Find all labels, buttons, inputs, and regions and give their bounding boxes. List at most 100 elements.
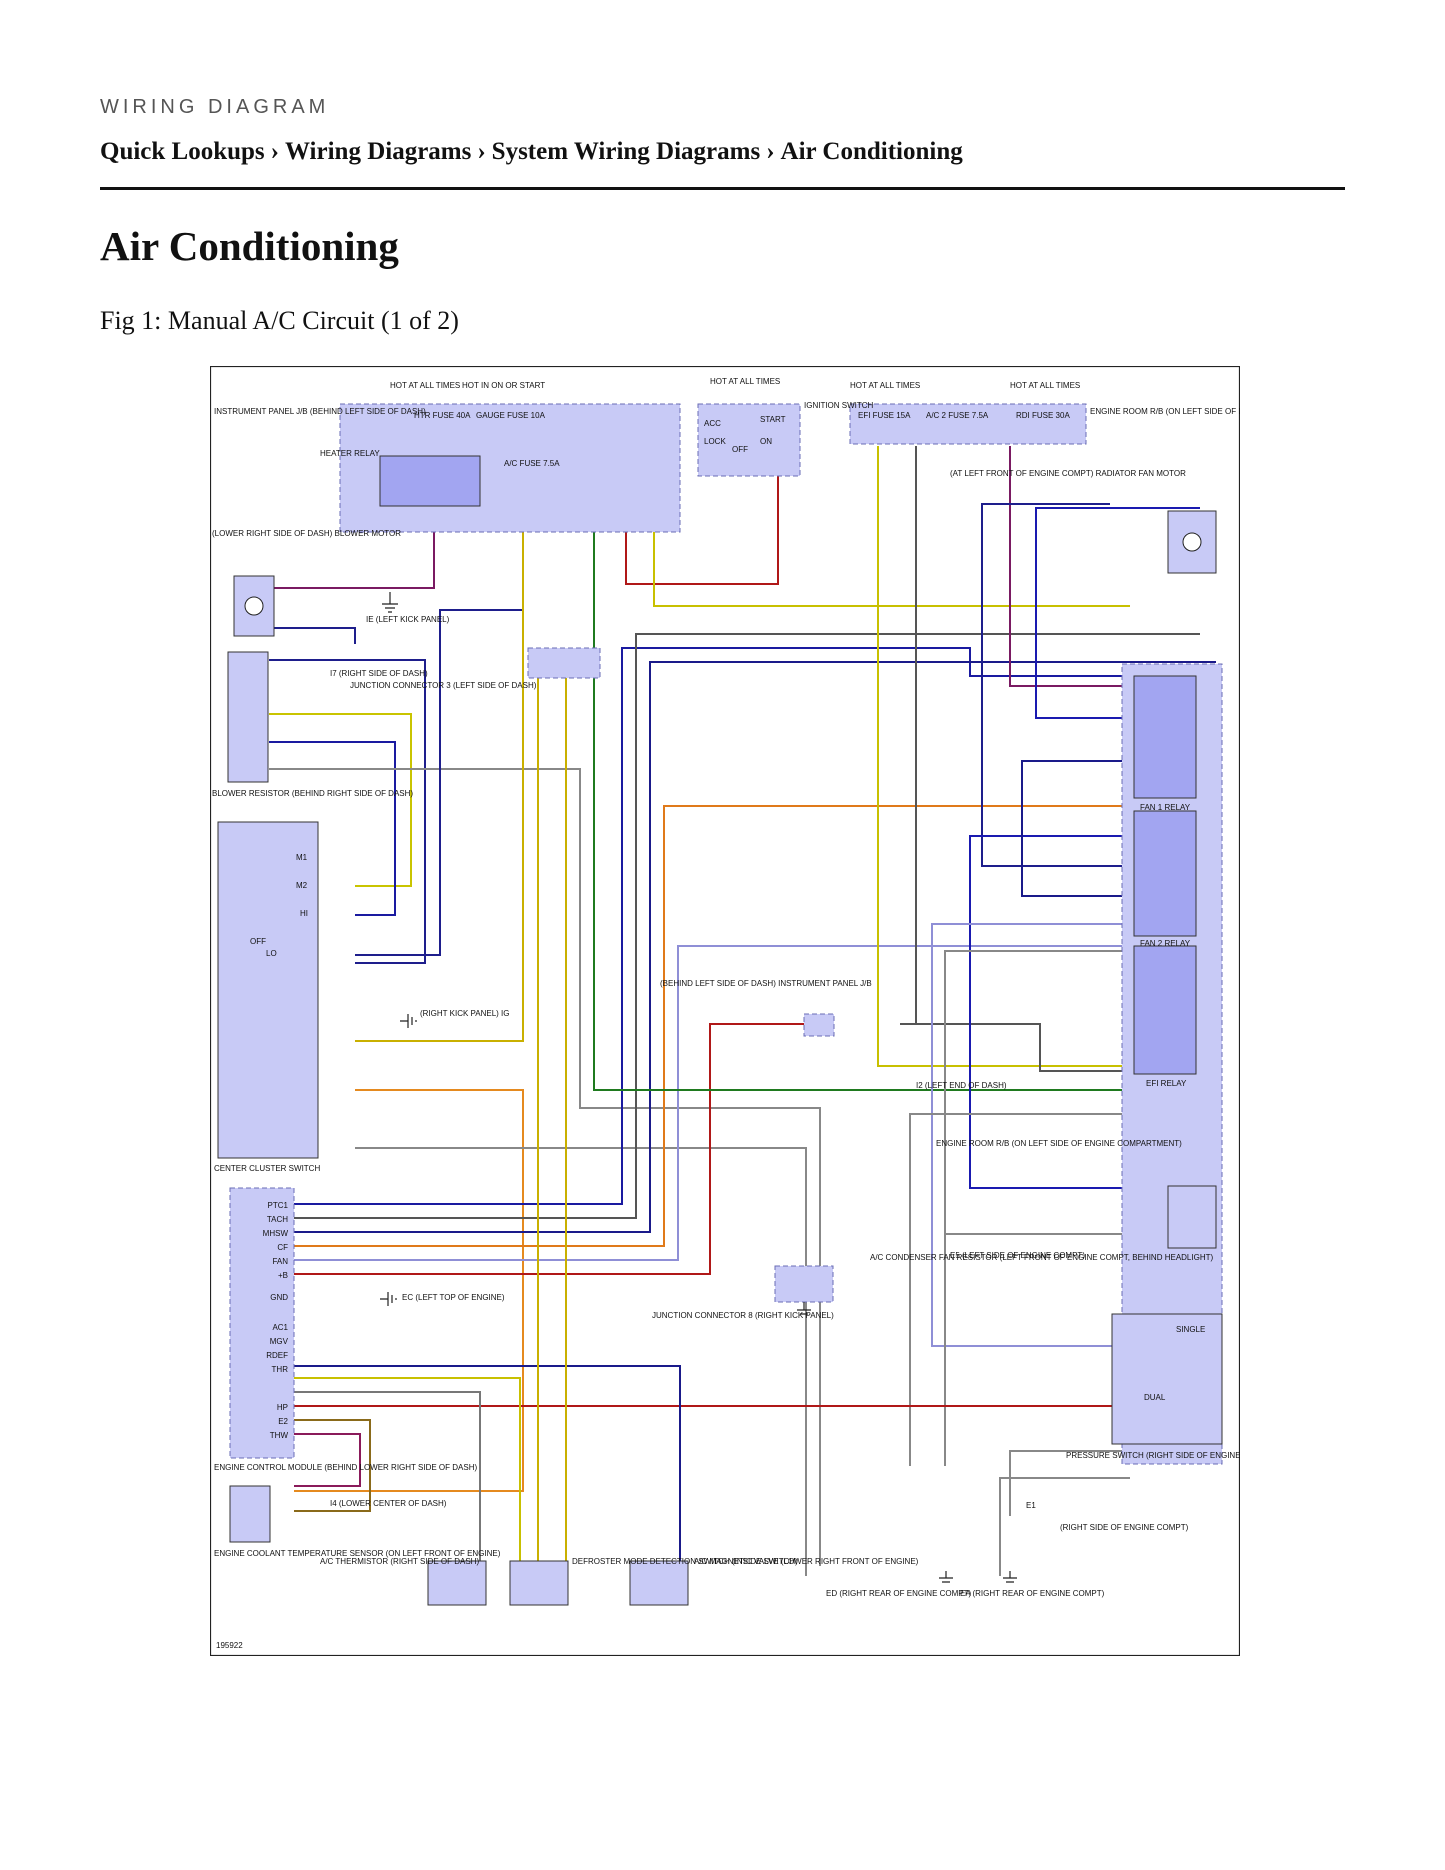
ecm-pin-label: RDEF (266, 1351, 288, 1360)
wire-blk-yel-mgv (294, 1377, 521, 1576)
wire-org-switch (294, 1089, 524, 1492)
wire-blk-red-ecm (294, 1023, 804, 1275)
ecm-pin-label: AC1 (272, 1323, 288, 1332)
rdi-fuse-label: RDI FUSE 30A (1016, 411, 1070, 420)
center-cluster-switch-box (217, 821, 319, 1159)
ip-jb-mid-label: (BEHIND LEFT SIDE OF DASH) INSTRUMENT PA… (660, 979, 872, 988)
ground-ea-symbol (1003, 1571, 1017, 1583)
pressure-dual-label: DUAL (1144, 1393, 1166, 1402)
ground-ea-label: EA (RIGHT REAR OF ENGINE COMPT) (960, 1589, 1105, 1598)
fan2-relay-box (1133, 810, 1197, 937)
heater-relay-box (379, 455, 481, 507)
wire-blk-ecm (294, 633, 1200, 1219)
ac2-fuse-label: A/C 2 FUSE 7.5A (926, 411, 989, 420)
wire-wht-blk-c5 (355, 1147, 807, 1576)
breadcrumb-wiring-diagrams[interactable]: Wiring Diagrams (285, 138, 472, 165)
radiator-fan-motor-label: (AT LEFT FRONT OF ENGINE COMPT) RADIATOR… (950, 469, 1186, 478)
wire-brn-e2 (294, 1419, 371, 1512)
ecm-pin-label: THR (272, 1365, 289, 1374)
condenser-fan-resistor-label: A/C CONDENSER FAN RESISTOR (LEFT FRONT O… (870, 1253, 1213, 1262)
wire-blk-yel-rb (877, 446, 1130, 1067)
ignition-switch-label: IGNITION SWITCH (804, 401, 874, 410)
ign-start-label: START (760, 415, 786, 424)
magnetic-valve-box (629, 1560, 689, 1606)
ecm-pin-label: THW (270, 1431, 289, 1440)
ground-symbols (380, 592, 1017, 1583)
blower-resistor-label: BLOWER RESISTOR (BEHIND RIGHT SIDE OF DA… (212, 789, 413, 798)
ecm-pin-label: CF (277, 1243, 288, 1252)
radiator-fan-motor-symbol (1182, 532, 1202, 552)
figure-id: 195922 (216, 1641, 243, 1650)
ecm-box (229, 1187, 295, 1459)
breadcrumb-quick-lookups[interactable]: Quick Lookups (100, 138, 265, 165)
wire-blu-blk-ac1 (294, 1365, 681, 1576)
pressure-switch-label: PRESSURE SWITCH (RIGHT SIDE OF ENGINE) (1066, 1451, 1240, 1460)
ecm-pin-label: PTC1 (268, 1201, 289, 1210)
wire-wht-blk-pressure (999, 1450, 1130, 1576)
wire-blk-blu-relays (1021, 760, 1130, 897)
wiring-diagram: HOT AT ALL TIMES HOT IN ON OR START HOT … (210, 366, 1240, 1656)
ac-thermistor-label: A/C THERMISTOR (RIGHT SIDE OF DASH) (320, 1557, 479, 1566)
efi-fuse-label: EFI FUSE 15A (858, 411, 911, 420)
ground-ie-symbol (382, 592, 398, 613)
efi-relay-box (1133, 945, 1197, 1075)
ecm-pin-label: +B (278, 1271, 288, 1280)
breadcrumb-system-wiring[interactable]: System Wiring Diagrams (491, 138, 761, 165)
ecm-pin-label: MHSW (263, 1229, 289, 1238)
wire-blu-red-rdi (1009, 446, 1130, 687)
junction-connector-8-box (774, 1265, 834, 1303)
ac-thermistor-box (427, 1560, 487, 1606)
ecm-pin-label: MGV (270, 1337, 289, 1346)
wire-blu-yel-fan (981, 503, 1130, 867)
wire-blk-grn-efi (593, 532, 1130, 1091)
ground-e1-label: E1 (1026, 1501, 1036, 1510)
wire-wht-blk-fan2 (944, 950, 1130, 1466)
wire-blk-yel-efi (653, 532, 1130, 607)
wire-blu-yel-resistor (269, 713, 412, 887)
wire-blu-fan1 (1035, 507, 1200, 719)
breadcrumb-air-conditioning: Air Conditioning (780, 138, 963, 165)
wire-blu-red-blower (269, 532, 435, 589)
wire-wht-blu-ecm (294, 945, 1216, 1261)
wire-wht-blk-efi (909, 1113, 1130, 1466)
wire-blu-blk-ecm (294, 661, 1216, 1233)
fan2-relay-label: FAN 2 RELAY (1140, 939, 1191, 948)
switch-m1-label: M1 (296, 853, 308, 862)
center-cluster-switch-label: CENTER CLUSTER SWITCH (214, 1164, 320, 1173)
ground-ec-label: EC (LEFT TOP OF ENGINE) (402, 1293, 505, 1302)
ignition-switch-box (697, 403, 801, 477)
ecm-pin-label: E2 (278, 1417, 288, 1426)
junction-connector-top-label: JUNCTION CONNECTOR 3 (LEFT SIDE OF DASH) (350, 681, 537, 690)
figure-caption: Fig 1: Manual A/C Circuit (1 of 2) (100, 306, 459, 335)
magnetic-valve-label: A/C MAGNETIC VALVE (LOWER RIGHT FRONT OF… (694, 1557, 919, 1566)
blower-resistor-box (227, 651, 269, 783)
ecm-pin-label: GND (270, 1293, 288, 1302)
ecm-pin-label: HP (277, 1403, 288, 1412)
coolant-sensor-box (229, 1485, 271, 1543)
ground-e1-note: (RIGHT SIDE OF ENGINE COMPT) (1060, 1523, 1189, 1532)
ecm-pin-labels: PTC1 TACH MHSW CF FAN +B GND AC1 MGV RDE… (263, 1201, 289, 1440)
coolant-sensor-label: ENGINE COOLANT TEMPERATURE SENSOR (ON LE… (214, 1549, 501, 1558)
wire-blk-red-ign (625, 454, 779, 585)
ground-ie-label: IE (LEFT KICK PANEL) (366, 615, 450, 624)
instrument-panel-jb-label: INSTRUMENT PANEL J/B (BEHIND LEFT SIDE O… (214, 407, 426, 416)
switch-hi-label: HI (300, 909, 308, 918)
wire-yel-red-ecm (294, 805, 1216, 1247)
wire-blu-blk-blower (269, 627, 356, 644)
wire-blu-fan2 (969, 835, 1130, 1189)
heater-relay-label: HEATER RELAY (320, 449, 380, 458)
ground-e5-label: E5 (LEFT SIDE OF ENGINE COMPT) (950, 1251, 1085, 1260)
wire-blu-blk-i7 (269, 659, 426, 964)
breadcrumb: Quick Lookups›Wiring Diagrams›System Wir… (100, 138, 963, 166)
ground-i4-label: I4 (LOWER CENTER OF DASH) (330, 1499, 447, 1508)
breadcrumb-separator: › (766, 138, 775, 165)
ground-i2-label: I2 (LEFT END OF DASH) (916, 1081, 1007, 1090)
wire-wht-blk-resistor (269, 768, 821, 1566)
blower-motor-label: (LOWER RIGHT SIDE OF DASH) BLOWER MOTOR (212, 529, 401, 538)
switch-lo-label: LO (266, 949, 277, 958)
section-kicker: WIRING DIAGRAM (100, 96, 330, 118)
wire-brn-yel-switch (355, 532, 524, 1042)
ign-off-label: OFF (732, 445, 748, 454)
ac-fuse-label: A/C FUSE 7.5A (504, 459, 560, 468)
engine-room-rb-top-box (849, 403, 1087, 445)
